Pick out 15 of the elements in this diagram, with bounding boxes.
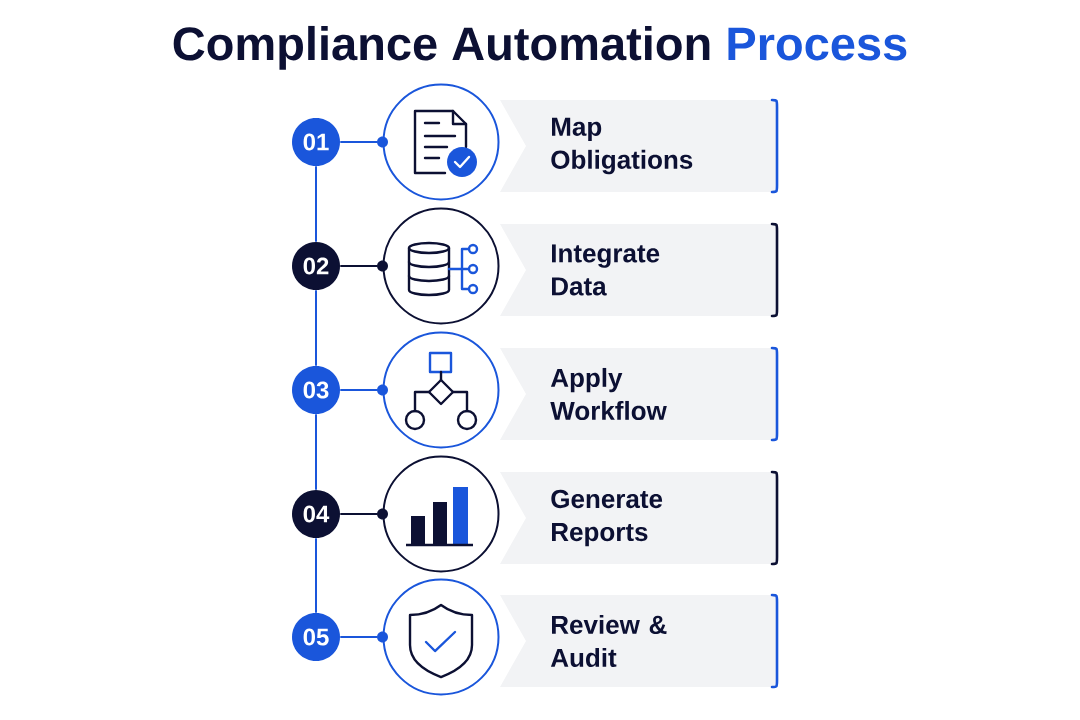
connector-line xyxy=(339,141,379,143)
step-label-panel: Map Obligations xyxy=(500,98,779,194)
connector-line xyxy=(315,413,317,491)
connector-line xyxy=(339,389,379,391)
connector-line xyxy=(315,165,317,243)
title: Compliance Automation Process xyxy=(173,25,907,70)
connector-line xyxy=(339,636,379,638)
connector-line xyxy=(339,513,379,515)
step-label-panel: Review & Audit xyxy=(500,593,779,689)
connector-line xyxy=(315,289,317,367)
step-label-panel: Generate Reports xyxy=(500,470,779,566)
step-label-panel: Integrate Data xyxy=(500,222,779,318)
connector-line xyxy=(315,537,317,614)
connector-line xyxy=(339,265,379,267)
step-label-panel: Apply Workflow xyxy=(500,346,779,442)
